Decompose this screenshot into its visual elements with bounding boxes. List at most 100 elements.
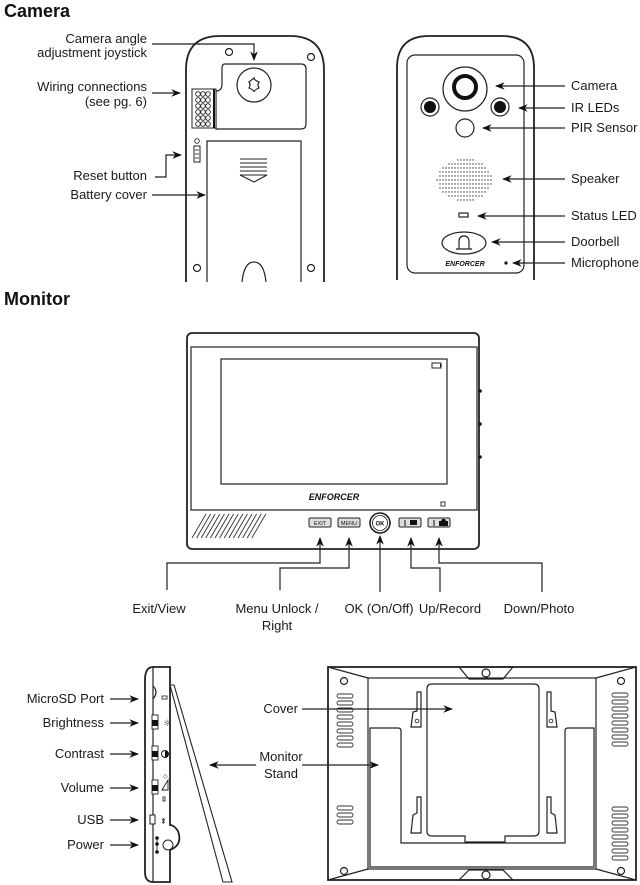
speaker-hole xyxy=(478,187,480,189)
ok-button[interactable]: OK xyxy=(369,512,391,534)
speaker-hole xyxy=(481,179,483,181)
speaker-hole xyxy=(454,195,456,197)
svg-text:MENU: MENU xyxy=(341,521,357,527)
speaker-hole xyxy=(463,195,465,197)
speaker-hole xyxy=(475,183,477,185)
speaker-slot xyxy=(223,513,239,539)
speaker-hole xyxy=(454,191,456,193)
speaker-hole xyxy=(472,175,474,177)
vent-slot xyxy=(611,692,629,698)
label-menu-line2: Right xyxy=(262,618,293,633)
speaker-hole xyxy=(451,195,453,197)
speaker-hole xyxy=(481,171,483,173)
speaker-hole xyxy=(487,187,489,189)
exit-button[interactable]: EXIT xyxy=(308,517,332,528)
menu-button[interactable]: MENU xyxy=(337,517,361,528)
speaker-hole xyxy=(442,191,444,193)
down-photo-button[interactable] xyxy=(427,517,451,528)
speaker-hole xyxy=(448,171,450,173)
speaker-hole xyxy=(460,159,462,161)
vent-slot xyxy=(336,728,354,734)
monitor-front-view: ENFORCER EXIT MENU OK xyxy=(186,332,482,550)
speaker-hole xyxy=(478,167,480,169)
monitor-speaker-grille xyxy=(191,513,267,539)
vent-slot xyxy=(336,819,354,825)
speaker-hole xyxy=(442,167,444,169)
speaker-hole xyxy=(451,179,453,181)
speaker-hole xyxy=(460,175,462,177)
speaker-hole xyxy=(475,195,477,197)
speaker-hole xyxy=(454,179,456,181)
camera-brand-logo: ENFORCER xyxy=(445,261,484,268)
speaker-hole xyxy=(478,183,480,185)
vent-slot xyxy=(336,700,354,706)
battery-cover xyxy=(206,140,302,282)
speaker-hole xyxy=(481,187,483,189)
power-jack xyxy=(162,839,174,851)
speaker-hole xyxy=(448,195,450,197)
screw-hole-icon xyxy=(192,263,202,273)
vent-slot xyxy=(336,812,354,818)
label-exit-view: Exit/View xyxy=(132,601,186,616)
speaker-hole xyxy=(448,167,450,169)
speaker-hole xyxy=(463,175,465,177)
label-power: Power xyxy=(67,837,105,852)
monitor-back-housing xyxy=(327,666,637,881)
speaker-hole xyxy=(487,179,489,181)
up-record-button[interactable] xyxy=(398,517,422,528)
speaker-hole xyxy=(466,199,468,201)
speaker-hole xyxy=(475,167,477,169)
speaker-hole xyxy=(439,175,441,177)
speaker-slot xyxy=(214,513,230,539)
monitor-section-title: Monitor xyxy=(4,289,70,309)
status-led xyxy=(458,212,469,218)
camera-front-housing xyxy=(396,35,535,280)
speaker-hole xyxy=(469,191,471,193)
volume-icon xyxy=(161,778,169,791)
speaker-hole xyxy=(460,171,462,173)
speaker-hole xyxy=(469,163,471,165)
speaker-hole xyxy=(454,175,456,177)
label-up-record: Up/Record xyxy=(419,601,481,616)
monitor-stand xyxy=(369,727,595,868)
speaker-hole xyxy=(466,183,468,185)
speaker-hole xyxy=(481,175,483,177)
speaker-hole xyxy=(445,187,447,189)
screw-hole-icon xyxy=(306,52,316,62)
speaker-hole xyxy=(475,163,477,165)
speaker-hole xyxy=(481,183,483,185)
speaker-hole xyxy=(490,183,492,185)
vent-slot xyxy=(611,813,629,819)
label-ir-leds: IR LEDs xyxy=(571,100,620,115)
label-volume: Volume xyxy=(61,780,104,795)
speaker-hole xyxy=(475,171,477,173)
mount-hook xyxy=(410,691,422,728)
label-usb: USB xyxy=(77,812,104,827)
speaker-hole xyxy=(463,191,465,193)
speaker-hole xyxy=(460,163,462,165)
speaker-hole xyxy=(457,199,459,201)
speaker-hole xyxy=(472,199,474,201)
speaker-hole xyxy=(442,171,444,173)
label-monitor-stand-line2: Stand xyxy=(264,766,298,781)
speaker-hole xyxy=(481,191,483,193)
speaker-hole xyxy=(463,171,465,173)
sun-icon: ☼ xyxy=(163,719,171,729)
speaker-hole xyxy=(451,171,453,173)
speaker-hole xyxy=(466,187,468,189)
speaker-hole xyxy=(451,175,453,177)
speaker-hole xyxy=(457,187,459,189)
svg-text:◇: ◇ xyxy=(163,773,168,780)
speaker-hole xyxy=(445,191,447,193)
speaker-hole xyxy=(451,191,453,193)
speaker-hole xyxy=(448,175,450,177)
speaker-hole xyxy=(454,171,456,173)
speaker-hole xyxy=(472,183,474,185)
label-microphone: Microphone xyxy=(571,255,639,270)
vent-slot xyxy=(611,820,629,826)
speaker-hole xyxy=(451,187,453,189)
speaker-hole xyxy=(460,179,462,181)
label-speaker: Speaker xyxy=(571,171,620,186)
speaker-hole xyxy=(478,179,480,181)
